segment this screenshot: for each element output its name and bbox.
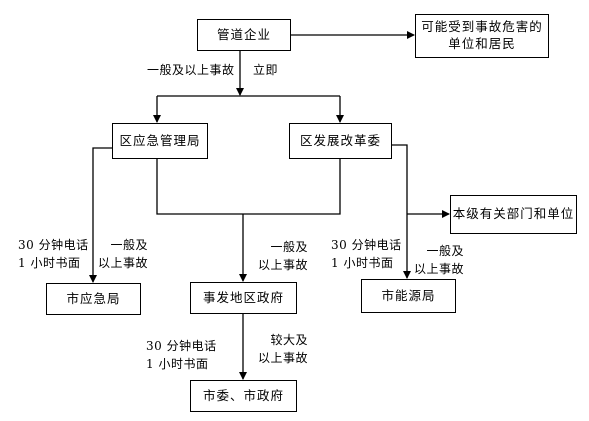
node-local-government-label: 事发地区政府: [202, 289, 284, 305]
node-city-energy-label: 市能源局: [381, 287, 436, 303]
node-city-party-gov-label: 市委、市政府: [202, 387, 284, 403]
label-general-left-line1: 一般及: [110, 238, 149, 252]
node-city-emergency: 市应急局: [46, 283, 141, 315]
node-district-emergency: 区应急管理局: [112, 123, 208, 159]
label-major-bottom-line1: 较大及: [270, 333, 309, 347]
label-major-bottom-line2: 以上事故: [258, 351, 309, 365]
label-time-bottom: 30 分钟电话 1 小时书面: [146, 337, 217, 373]
edge-ndrc-right: [392, 144, 411, 279]
label-general-left-line2: 以上事故: [98, 256, 149, 270]
label-general-above: 一般及以上事故: [147, 63, 235, 77]
node-city-energy: 市能源局: [361, 279, 456, 313]
label-general-middle-line2: 以上事故: [258, 258, 309, 272]
label-time-right: 30 分钟电话 1 小时书面: [331, 236, 402, 272]
node-pipeline-company-label: 管道企业: [216, 26, 271, 42]
node-pipeline-company: 管道企业: [197, 19, 291, 51]
node-district-ndrc-label: 区发展改革委: [299, 132, 381, 148]
label-immediately: 立即: [253, 63, 279, 77]
node-local-government: 事发地区政府: [190, 282, 297, 314]
label-time-left-line1: 30 分钟电话: [18, 238, 89, 252]
node-affected-units-line1: 可能受到事故危害的: [421, 19, 543, 35]
edge-merge: [156, 159, 341, 215]
label-general-right: 一般及 以上事故: [414, 242, 464, 278]
node-same-level-units: 本级有关部门和单位: [450, 195, 577, 234]
label-general-right-line2: 以上事故: [414, 262, 465, 276]
label-time-left-line2: 1 小时书面: [18, 256, 81, 270]
node-district-emergency-label: 区应急管理局: [119, 132, 201, 148]
label-general-middle: 一般及 以上事故: [258, 238, 308, 274]
label-time-right-line2: 1 小时书面: [331, 256, 394, 270]
node-affected-units: 可能受到事故危害的 单位和居民: [415, 14, 549, 58]
node-district-ndrc: 区发展改革委: [289, 123, 392, 159]
node-same-level-units-label: 本级有关部门和单位: [452, 206, 575, 222]
label-time-right-line1: 30 分钟电话: [331, 238, 402, 252]
node-city-party-gov: 市委、市政府: [190, 380, 297, 412]
label-major-bottom: 较大及 以上事故: [258, 331, 308, 367]
label-time-left: 30 分钟电话 1 小时书面: [18, 236, 89, 272]
node-affected-units-line2: 单位和居民: [448, 36, 516, 51]
label-general-middle-line1: 一般及: [270, 240, 309, 254]
label-time-bottom-line1: 30 分钟电话: [146, 339, 217, 353]
label-general-left: 一般及 以上事故: [98, 236, 148, 272]
label-time-bottom-line2: 1 小时书面: [146, 357, 209, 371]
label-general-right-line1: 一般及: [426, 244, 465, 258]
node-city-emergency-label: 市应急局: [66, 290, 121, 306]
edge-emergency-to-city-emergency: [89, 147, 112, 283]
